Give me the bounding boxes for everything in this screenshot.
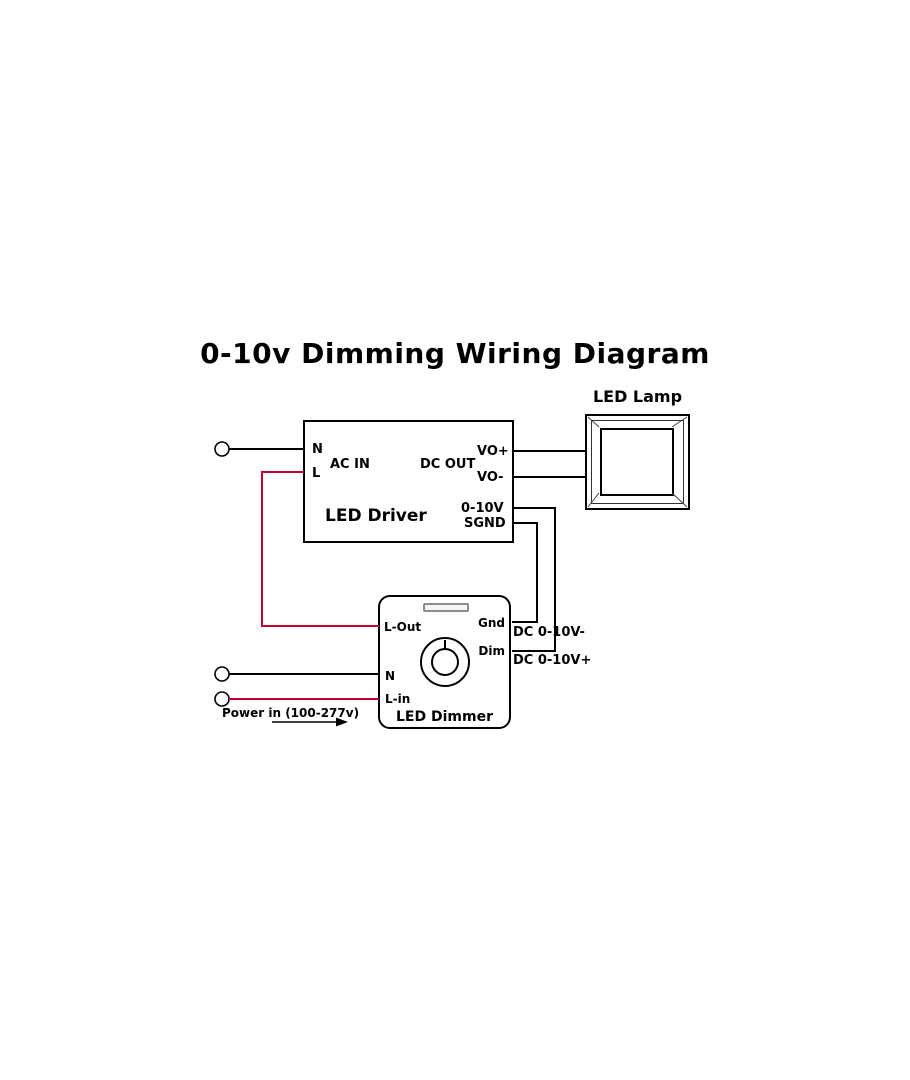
- terminal-driver-n: [214, 441, 230, 457]
- driver-name-label: LED Driver: [325, 506, 427, 526]
- driver-pin-vo-plus: VO+: [477, 444, 509, 459]
- driver-pin-0-10v: 0-10V: [461, 501, 504, 516]
- driver-pin-vo-minus: VO-: [477, 470, 504, 485]
- dimmer-pin-l-in: L-in: [385, 692, 411, 706]
- driver-pin-sgnd: SGND: [464, 516, 506, 531]
- dimmer-pin-dim: Dim: [478, 644, 505, 658]
- dimmer-slot: [423, 603, 469, 612]
- terminal-dimmer-n: [214, 666, 230, 682]
- dimmer-pin-n: N: [385, 669, 396, 683]
- lamp-frame-mid: [591, 420, 684, 504]
- terminal-dimmer-l-in: [214, 691, 230, 707]
- driver-label-ac-in: AC IN: [330, 457, 370, 472]
- driver-pin-n: N: [312, 442, 323, 457]
- lamp-frame-inner: [600, 428, 674, 496]
- dimmer-pin-gnd: Gnd: [478, 616, 505, 630]
- led-dimmer-box: L-Out Gnd Dim N L-in LED Dimmer: [378, 595, 511, 729]
- wire-label-dc-0-10v-plus: DC 0-10V+: [513, 653, 592, 668]
- dimmer-name-label: LED Dimmer: [396, 709, 493, 725]
- wire-label-dc-0-10v-minus: DC 0-10V-: [513, 625, 585, 640]
- power-in-label: Power in (100-277v): [222, 706, 360, 720]
- driver-label-dc-out: DC OUT: [420, 457, 476, 472]
- diagram-title: 0-10v Dimming Wiring Diagram: [200, 337, 710, 370]
- led-lamp: [585, 414, 690, 510]
- dimmer-pin-l-out: L-Out: [384, 620, 422, 634]
- driver-pin-l: L: [312, 466, 321, 481]
- led-driver-box: N AC IN L DC OUT VO+ VO- LED Driver 0-10…: [303, 420, 514, 543]
- lamp-name-label: LED Lamp: [592, 387, 683, 406]
- wire-sgnd-to-gnd: [512, 522, 538, 623]
